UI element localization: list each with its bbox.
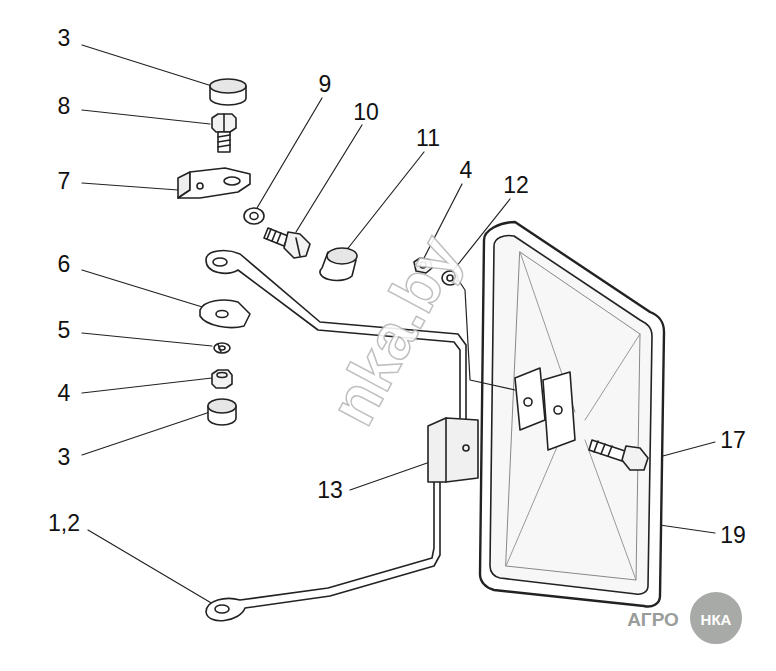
callout-number: 13 <box>317 479 343 502</box>
bolt-part <box>622 446 648 470</box>
mirror-part <box>506 252 640 580</box>
cap-part <box>327 248 357 264</box>
leader-lines-part <box>82 333 212 346</box>
spring-washer-part <box>214 343 230 353</box>
leader-lines-part <box>82 45 212 86</box>
mirror-part <box>506 252 640 580</box>
washer <box>244 208 264 224</box>
mirror-arm-part <box>213 258 227 266</box>
leader-lines-part <box>82 183 178 190</box>
cap <box>208 399 236 425</box>
bolt <box>212 114 236 152</box>
leader-lines-part <box>82 378 212 393</box>
cap-part <box>210 79 246 93</box>
nut <box>212 370 232 388</box>
callout-number: 8 <box>58 95 71 118</box>
logo-text: АГРО <box>627 610 679 629</box>
bolt-part <box>218 135 230 147</box>
callout-number: 5 <box>58 319 71 342</box>
leader-lines-part <box>88 530 213 604</box>
bracket <box>178 168 250 198</box>
lock-washer-part <box>216 311 228 318</box>
mirror-part <box>515 368 545 430</box>
callout-number: 10 <box>353 101 379 124</box>
clamp-part <box>428 418 478 482</box>
mirror-part <box>554 406 562 414</box>
callout-number: 3 <box>58 446 71 469</box>
bracket-part <box>197 183 203 189</box>
leader-lines-part <box>296 125 362 232</box>
callout-number: 9 <box>319 73 332 96</box>
bolt-part <box>267 229 281 243</box>
bolt-part <box>296 238 300 256</box>
logo-badge <box>689 591 743 645</box>
leader-lines-part <box>350 462 430 490</box>
mirror-part <box>490 235 652 594</box>
cap <box>210 79 246 105</box>
leader-lines-part <box>82 412 210 455</box>
callout-number: 11 <box>416 127 440 150</box>
bolt-part <box>218 132 230 152</box>
callout-number: 7 <box>58 170 71 193</box>
lock-washer <box>200 300 250 327</box>
callout-number: 6 <box>58 253 71 276</box>
cap <box>320 248 357 281</box>
callout-number: 4 <box>460 159 473 182</box>
cap-part <box>208 399 236 413</box>
mirror-part <box>543 372 575 450</box>
bolt <box>264 228 310 258</box>
bolt-part <box>594 441 612 456</box>
callout-number: 4 <box>58 382 71 405</box>
clamp <box>428 418 478 482</box>
callout-number: 12 <box>503 174 529 197</box>
nut-part <box>217 373 227 378</box>
callout-number: 3 <box>58 27 71 50</box>
mirror-illustration-part <box>82 45 743 645</box>
callout-number: 19 <box>720 524 746 547</box>
callout-number: 17 <box>720 429 746 452</box>
leader-lines <box>82 45 715 604</box>
leader-lines-part <box>82 270 212 310</box>
mirror <box>455 222 664 607</box>
logo-text: НКА <box>701 612 732 627</box>
callout-number: 1,2 <box>48 512 80 535</box>
washer-part <box>244 208 264 224</box>
bolt-part <box>284 232 310 258</box>
mirror-arm-part <box>215 605 229 613</box>
spring-washer-part <box>218 344 221 352</box>
clamp-part <box>463 445 469 451</box>
bolt-part <box>223 114 225 132</box>
bolt-part <box>212 114 236 132</box>
bracket-part <box>178 168 250 198</box>
mirror-part <box>480 222 664 607</box>
clamp-part <box>445 418 447 482</box>
spring-washer <box>214 343 230 353</box>
bracket-part <box>224 177 240 185</box>
lock-washer-part <box>200 300 250 327</box>
leader-lines-part <box>82 110 210 124</box>
washer-part <box>250 213 258 220</box>
mirror-part <box>455 275 515 390</box>
leader-lines-part <box>257 98 322 208</box>
bolt <box>589 440 648 470</box>
nut-part <box>212 370 232 388</box>
mirror-part <box>524 398 532 406</box>
